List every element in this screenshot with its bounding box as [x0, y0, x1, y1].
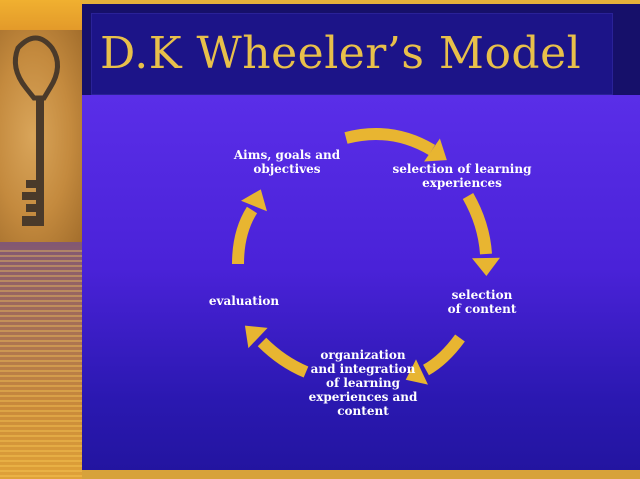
bottom-gold-band [82, 470, 640, 479]
node-evaluation: evaluation [208, 294, 280, 308]
arrow-aims-to-selection-learning-head [424, 138, 447, 162]
arrow-selection-learning-to-selection-content [462, 193, 500, 276]
node-organization: organization and integration of learning… [308, 348, 418, 418]
title-bar-accent-line [82, 0, 640, 4]
node-selection-learning: selection of learning experiences [392, 162, 532, 190]
arrow-evaluation-to-aims [232, 189, 267, 265]
arrow-organization-to-evaluation [244, 325, 309, 378]
arrow-aims-to-selection-learning [344, 128, 447, 162]
left-stripes-decoration [0, 250, 82, 479]
node-selection-content: selection of content [447, 288, 517, 316]
page-title: D.K Wheeler’s Model [100, 28, 582, 79]
arrow-selection-content-to-organization-head [405, 359, 428, 385]
arrow-selection-learning-to-selection-content-head [472, 257, 500, 276]
content-area [82, 95, 640, 479]
arrow-selection-content-to-organization [405, 334, 465, 385]
arrow-organization-to-evaluation-head [244, 325, 268, 349]
node-aims: Aims, goals and objectives [233, 148, 341, 176]
title-box [92, 14, 612, 94]
top-left-gold-strip [0, 0, 82, 30]
skeleton-key-icon [12, 35, 60, 226]
arrow-evaluation-to-aims-head [241, 189, 267, 212]
key-photo [0, 30, 82, 242]
